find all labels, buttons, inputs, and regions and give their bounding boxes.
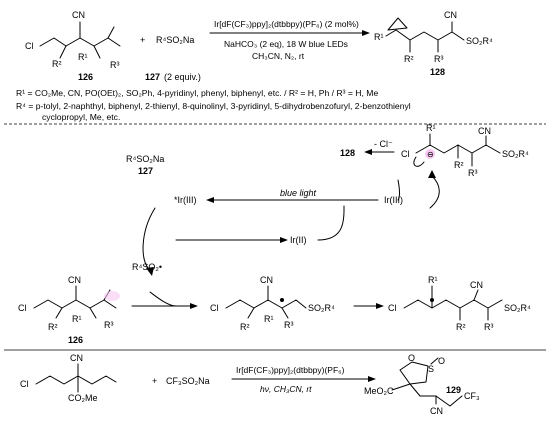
rad2-r3-label: R³ [484, 322, 494, 332]
anion-r1-label: R¹ [426, 123, 436, 133]
product-r2-label: R² [404, 54, 414, 64]
bottom-substrate: CN Cl CO₂Me [20, 353, 117, 403]
mech-r1-label: R¹ [72, 314, 82, 324]
product-129-structure: O S O MeO₂C CN CF₃ [364, 353, 480, 416]
minus-chloride-label: - Cl⁻ [374, 139, 393, 149]
compound-128-label: 128 [430, 67, 445, 77]
rad2-r2-label: R² [456, 322, 466, 332]
bottom-nitrile-label: CN [70, 353, 83, 363]
mech-chloro-label: Cl [18, 303, 27, 313]
anion-sulfonyl-label: SO₂R⁴ [502, 149, 529, 159]
substrate-126-structure: CN Cl R¹ R² R³ [25, 10, 121, 70]
bottom-conditions-label: hν, CH₃CN, rt [260, 384, 312, 394]
rad1-r3-label: R³ [284, 320, 294, 330]
compound-127-label: 127 [145, 72, 160, 82]
ir-ii-label: Ir(II) [290, 235, 307, 245]
nitrile-label: CN [72, 10, 85, 20]
product-128-structure: R¹ R² R³ CN SO₂R⁴ [374, 10, 493, 64]
anion-r3-label: R³ [468, 168, 478, 178]
product-sulfonyl-label: SO₂R⁴ [466, 36, 493, 46]
product-nitrile-label-2: CN [430, 406, 443, 416]
bottom-chloro-label: Cl [20, 379, 29, 389]
mech-r3-label: R³ [104, 320, 114, 330]
mech-r2-label: R² [48, 322, 58, 332]
top-reaction: CN Cl R¹ R² R³ 126 + R⁴SO₂Na 127 (2 equi… [25, 10, 493, 82]
r3-label: R³ [110, 60, 120, 70]
blue-light-label: blue light [280, 188, 317, 198]
product-ester-label: MeO₂C [364, 386, 394, 396]
bottom-reaction: CN Cl CO₂Me + CF₃SO₂Na Ir[dF(CF₃)ppy]₂(d… [20, 353, 480, 416]
product-nitrile-label: CN [444, 10, 457, 20]
bottom-ester-label: CO₂Me [68, 393, 98, 403]
rad1-r2-label: R² [240, 322, 250, 332]
mech-compound-126-label: 126 [68, 335, 83, 345]
rad2-chloro-label: Cl [388, 303, 397, 313]
mech-sulfinate-label: R⁴SO₂Na [126, 154, 164, 164]
rad2-nitrile-label: CN [470, 280, 483, 290]
rad1-r1-label: R¹ [264, 314, 274, 324]
bottom-plus-sign: + [152, 376, 157, 386]
anion-to-iriii-arrow [429, 175, 440, 209]
r4-scope-continued: cyclopropyl, Me, etc. [42, 112, 121, 122]
sulfinate-label: R⁴SO₂Na [156, 35, 194, 45]
mechanism: R⁴SO₂Na 127 blue light *Ir(III) Ir(III) … [18, 123, 531, 345]
mech-nitrile-label: CN [68, 275, 81, 285]
chloro-label: Cl [25, 41, 34, 51]
r1-r2-r3-scope: R¹ = CO₂Me, CN, PO(OEt)₂, SO₂Ph, 4-pyrid… [16, 88, 379, 98]
r1-label: R¹ [78, 52, 88, 62]
bottom-catalyst-label: Ir[dF(CF₃)ppy]₂(dtbbpy)(PF₆) [236, 365, 345, 375]
rad1-nitrile-label: CN [260, 275, 273, 285]
anion-nitrile-label: CN [478, 126, 491, 136]
sulfonyl-radical-label: R⁴SO₂• [132, 262, 162, 272]
product-r1-label: R¹ [374, 32, 384, 42]
r2-label: R² [52, 59, 62, 69]
ir-iii-label: Ir(III) [384, 195, 403, 205]
radical-intermediate-2: Cl R¹ CN R² R³ SO₂R⁴ [388, 275, 531, 332]
ring-oxygen-label: O [408, 353, 415, 363]
rad1-chloro-label: Cl [210, 303, 219, 313]
conditions-line2: NaHCO₃ (2 eq), 18 W blue LEDs [224, 39, 348, 49]
plus-sign: + [140, 35, 145, 45]
conditions-line3: CH₃CN, N₂, rt [252, 51, 305, 61]
compound-129-label: 129 [446, 385, 461, 395]
sulfoxide-oxygen-label: O [438, 356, 445, 366]
svg-text:⊖: ⊖ [427, 150, 434, 159]
catalyst-label: Ir[dF(CF₃)ppy]₂(dtbbpy)(PF₆) (2 mol%) [214, 19, 359, 29]
radical-intermediate-1: Cl CN R¹ R² R³ SO₂R⁴ [210, 275, 335, 332]
anion-chloro-label: Cl [401, 149, 410, 159]
rad2-sulfonyl-label: SO₂R⁴ [504, 303, 531, 313]
mech-compound-128-label: 128 [340, 148, 355, 158]
rad2-r1-label: R¹ [428, 275, 438, 285]
anion-r2-label: R² [454, 160, 464, 170]
product-r3-label: R³ [434, 54, 444, 64]
anion-intermediate: ⊖ Cl R¹ R² R³ CN SO₂R⁴ [401, 123, 529, 178]
ring-sulfur-label: S [428, 364, 434, 374]
mech-substrate-126: CN Cl R¹ R² R³ [18, 275, 120, 332]
ir-excited-label: *Ir(III) [174, 195, 197, 205]
sulfinate-oxidation-arrow [142, 207, 156, 271]
rad1-sulfonyl-label: SO₂R⁴ [308, 303, 335, 313]
compound-126-label: 126 [78, 72, 93, 82]
triflinate-label: CF₃SO₂Na [166, 376, 210, 386]
r4-scope: R⁴ = p-tolyl, 2-naphthyl, biphenyl, 2-th… [16, 101, 411, 111]
equiv-label: (2 equiv.) [164, 72, 201, 82]
trifluoromethyl-label: CF₃ [464, 391, 480, 401]
mech-compound-127-label: 127 [138, 166, 153, 176]
